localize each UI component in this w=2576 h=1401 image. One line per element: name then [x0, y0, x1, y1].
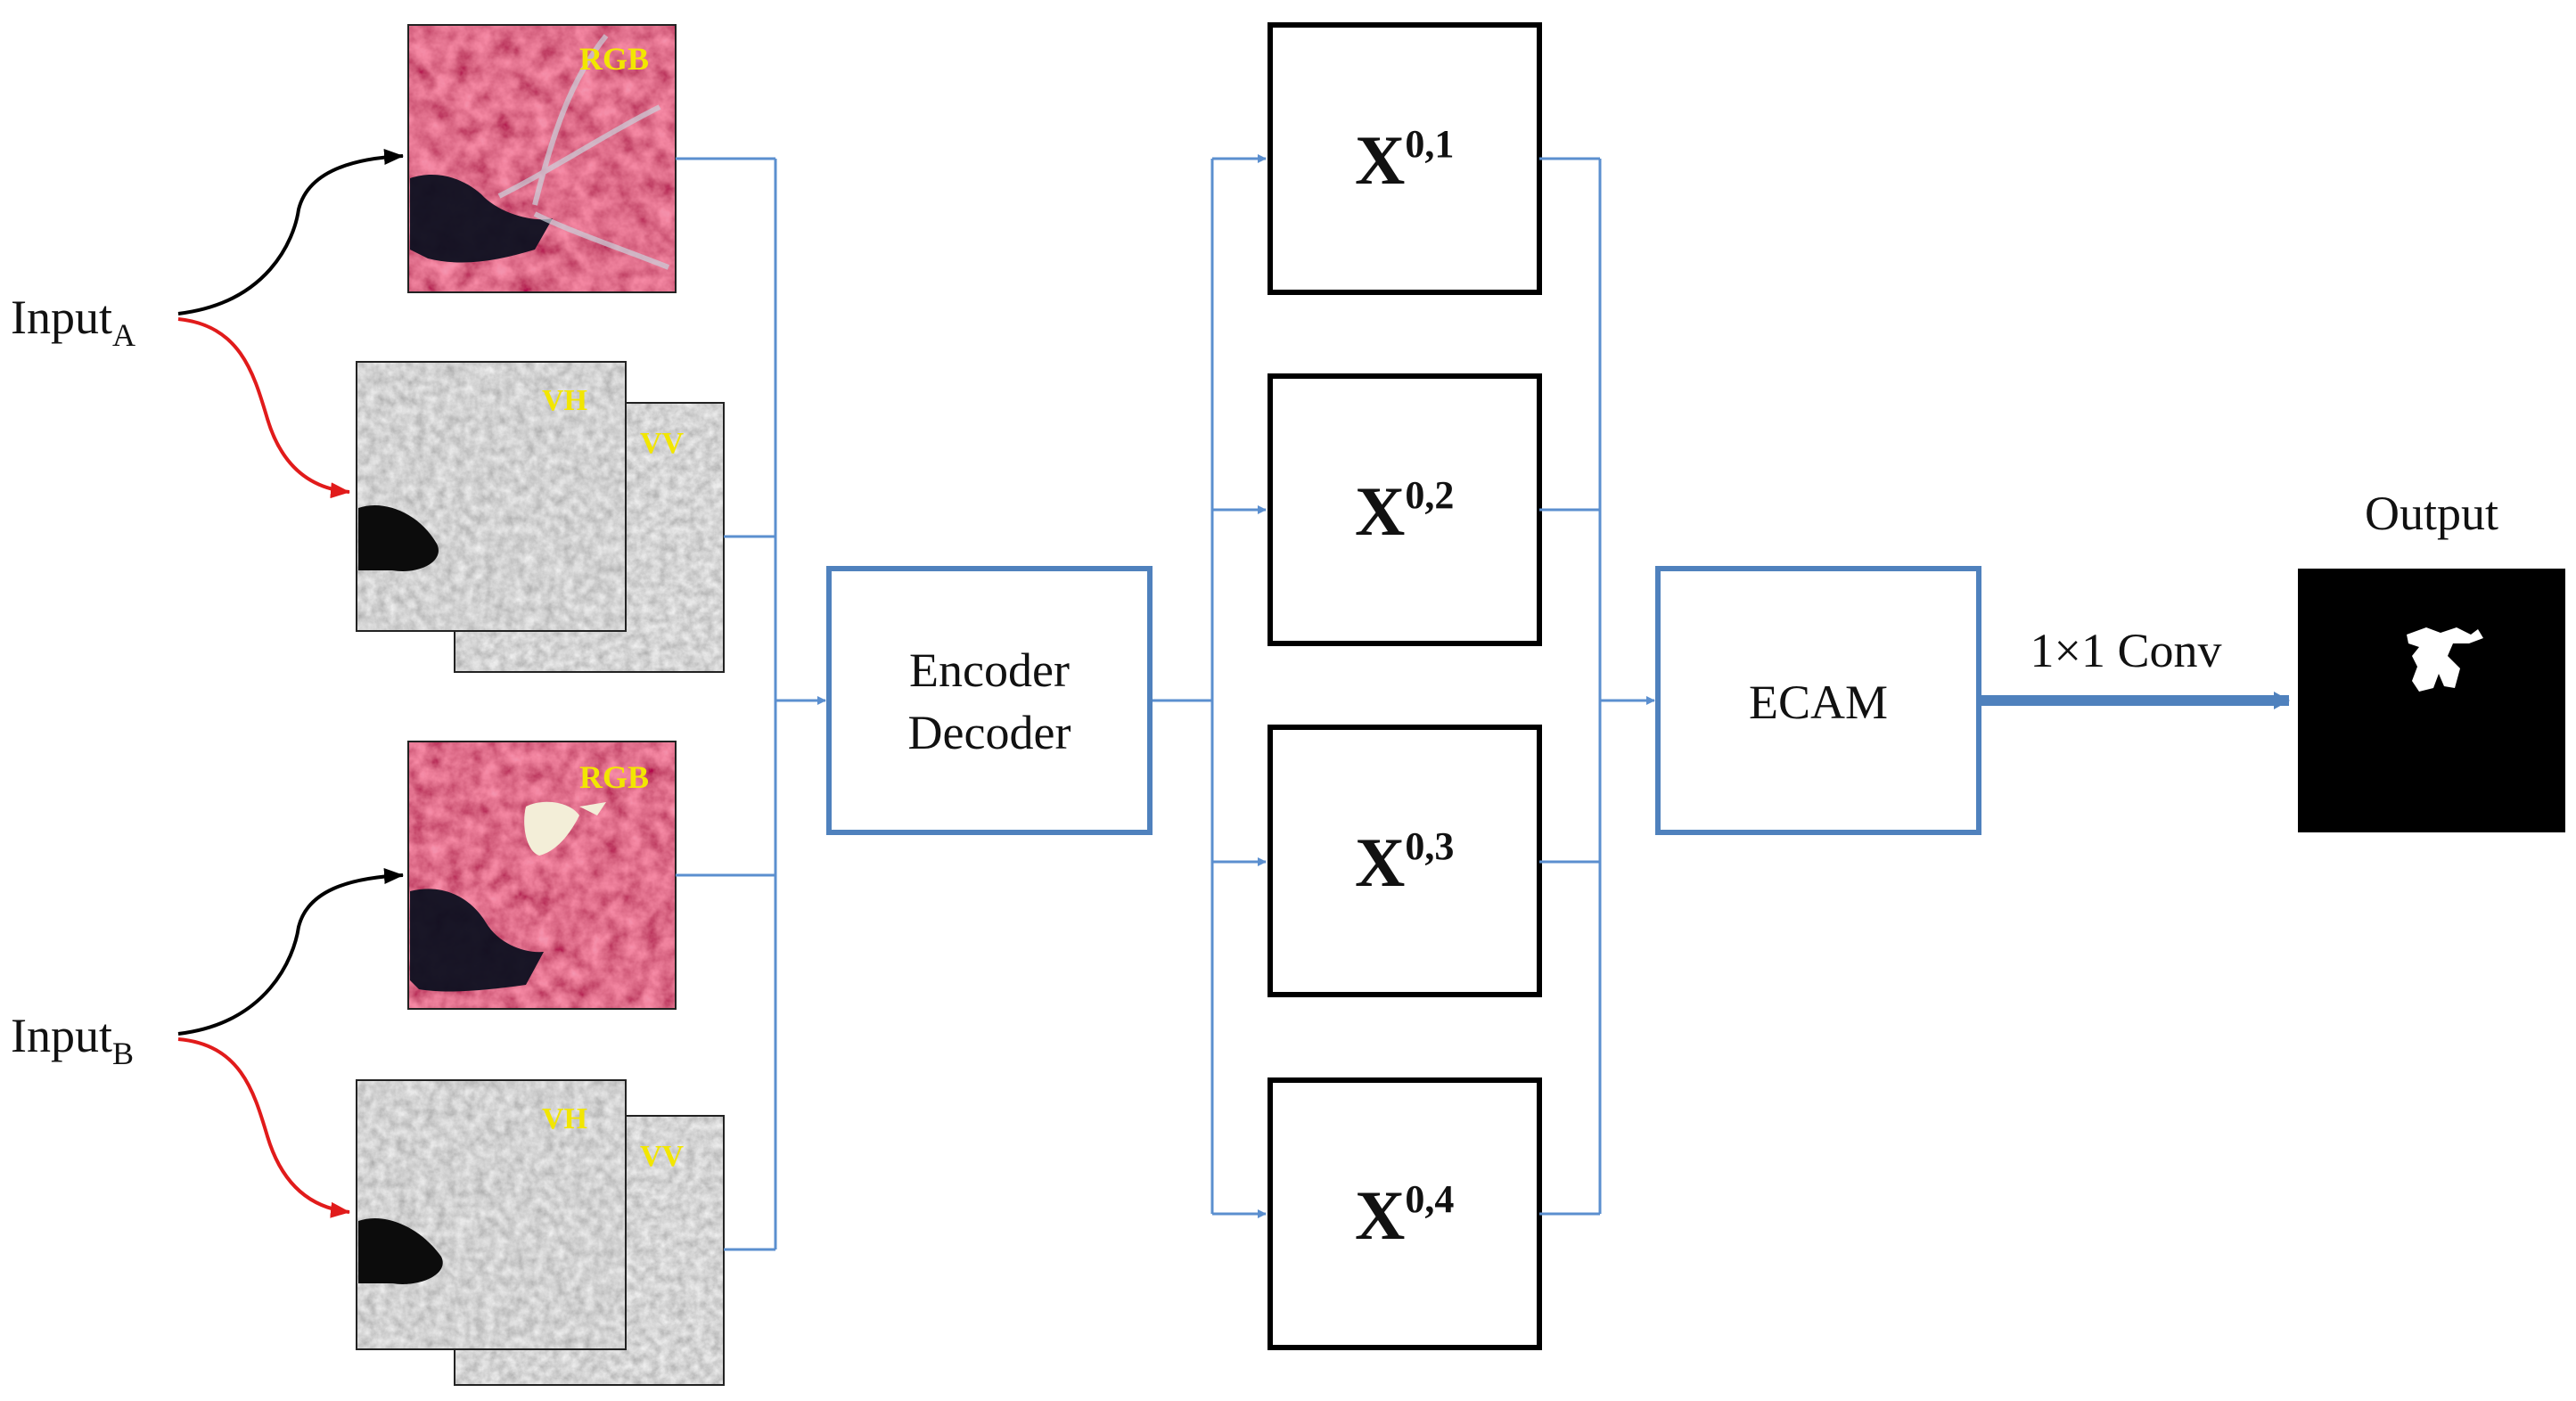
optical-image-a: RGB — [407, 24, 677, 293]
output-block: Output — [2298, 487, 2565, 832]
nodes-to-ecam-connectors — [1539, 157, 1655, 1216]
node-x03-sup: 0,3 — [1405, 824, 1454, 868]
sar-a-back-label: VV — [640, 427, 685, 460]
sar-image-b-vh: VH — [356, 1079, 627, 1350]
node-x01-base: X — [1355, 121, 1405, 199]
optical-b-band-label: RGB — [579, 759, 649, 795]
sar-b-back-label: VV — [640, 1140, 685, 1173]
input-connectors — [676, 157, 826, 1251]
node-x03-base: X — [1355, 823, 1405, 901]
optical-a-band-label: RGB — [579, 41, 649, 77]
encoder-label: Encoder — [909, 643, 1070, 697]
decoder-label: Decoder — [908, 706, 1071, 759]
svg-text:X0,4: X0,4 — [1355, 1176, 1454, 1254]
svg-text:X0,3: X0,3 — [1355, 823, 1454, 901]
node-x04-sup: 0,4 — [1405, 1177, 1454, 1221]
black-arrow-a — [177, 149, 404, 315]
node-x04-base: X — [1355, 1176, 1405, 1254]
conv-label: 1×1 Conv — [2030, 624, 2222, 677]
node-x02-base: X — [1355, 472, 1405, 550]
ecam-label: ECAM — [1749, 676, 1888, 729]
output-change-region — [2407, 627, 2483, 692]
node-x01-sup: 0,1 — [1405, 122, 1454, 166]
sar-a-front-label: VH — [542, 384, 587, 417]
node-x02: X0,2 — [1267, 373, 1542, 646]
node-x02-sup: 0,2 — [1405, 473, 1454, 517]
input-a-label: InputA — [11, 291, 135, 353]
red-arrow-a — [177, 317, 350, 499]
svg-text:X0,1: X0,1 — [1355, 121, 1454, 199]
sar-image-a-vh: VH — [356, 361, 627, 632]
node-x03: X0,3 — [1267, 725, 1542, 997]
input-a-group: InputA RGB VV VH — [11, 24, 725, 673]
red-arrow-b — [177, 1037, 350, 1218]
sar-b-front-label: VH — [542, 1102, 587, 1135]
ecam-block: ECAM — [1655, 566, 1981, 835]
input-b-label: InputB — [11, 1009, 134, 1071]
input-b-group: InputB RGB VV VH — [11, 741, 725, 1386]
node-x04: X0,4 — [1267, 1077, 1542, 1350]
encoder-to-nodes-connectors — [1153, 154, 1267, 1218]
encoder-decoder-block: Encoder Decoder — [826, 566, 1153, 835]
output-change-map — [2298, 569, 2565, 832]
svg-text:X0,2: X0,2 — [1355, 472, 1454, 550]
node-x01: X0,1 — [1267, 22, 1542, 295]
black-arrow-b — [177, 868, 404, 1036]
optical-image-b: RGB — [407, 741, 677, 1010]
output-label: Output — [2365, 487, 2498, 540]
conv-arrow: 1×1 Conv — [1981, 624, 2290, 709]
